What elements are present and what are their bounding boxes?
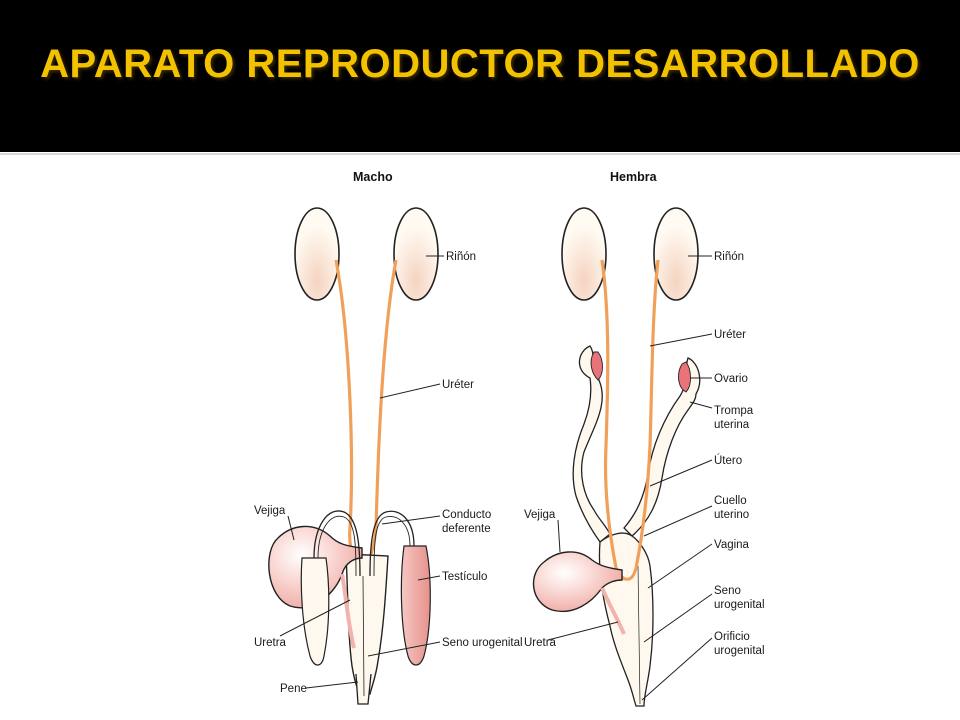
- male-left-ureter: [334, 259, 365, 570]
- female-bladder: [532, 551, 623, 613]
- male-label-vas-deferens-2: deferente: [442, 523, 491, 535]
- female-label-orifice-2: urogenital: [714, 645, 765, 657]
- female-uterus: [598, 532, 654, 707]
- female-label-cervix-1: Cuello: [714, 495, 747, 507]
- anatomy-diagram: Macho Riñón Uréter C: [218, 156, 788, 720]
- female-urethra: [600, 587, 626, 635]
- female-label-cervix-2: uterino: [714, 509, 749, 521]
- slide-title: APARATO REPRODUCTOR DESARROLLADO: [40, 42, 920, 86]
- male-urogenital-sinus: [345, 553, 389, 695]
- female-right-ureter: [634, 259, 660, 569]
- male-label-kidney: Riñón: [446, 251, 476, 263]
- male-label-penis: Pene: [280, 683, 307, 695]
- female-label-kidney: Riñón: [714, 251, 744, 263]
- male-diagram: Macho Riñón Uréter C: [254, 170, 523, 705]
- male-left-testis: [300, 557, 330, 666]
- male-label-urogenital-sinus: Seno urogenital: [442, 637, 523, 649]
- female-label-uterus: Útero: [714, 454, 742, 467]
- male-right-testis: [400, 545, 431, 666]
- female-label-vagina: Vagina: [714, 539, 750, 551]
- female-left-ovary: [590, 351, 603, 381]
- female-label-urogenital-sinus-1: Seno: [714, 585, 741, 597]
- female-label-bladder: Vejiga: [524, 509, 556, 521]
- male-vas-deferens-left: [313, 510, 361, 577]
- female-diagram: Hembra Riñón Uréter: [524, 170, 765, 707]
- female-left-ureter: [600, 259, 618, 569]
- male-label-urethra: Uretra: [254, 637, 287, 649]
- male-left-kidney: [294, 207, 340, 301]
- male-label-vas-deferens-1: Conducto: [442, 509, 491, 521]
- male-label-bladder: Vejiga: [254, 505, 286, 517]
- female-label-oviduct-1: Trompa: [714, 405, 754, 417]
- header-divider: [0, 153, 960, 155]
- male-penis: [355, 673, 372, 705]
- female-label-urethra: Uretra: [524, 637, 557, 649]
- female-right-kidney: [653, 207, 699, 301]
- female-left-kidney: [561, 207, 607, 301]
- male-heading: Macho: [353, 170, 393, 184]
- male-vas-deferens-right: [369, 510, 415, 577]
- female-label-ovary: Ovario: [714, 373, 748, 385]
- female-label-oviduct-2: uterina: [714, 419, 750, 431]
- female-label-orifice-1: Orificio: [714, 631, 750, 643]
- male-label-ureter: Uréter: [442, 379, 474, 391]
- female-label-urogenital-sinus-2: urogenital: [714, 599, 765, 611]
- female-label-ureter: Uréter: [714, 329, 746, 341]
- female-right-ovary: [678, 361, 691, 393]
- slide-header: APARATO REPRODUCTOR DESARROLLADO: [0, 0, 960, 152]
- male-right-kidney: [393, 207, 439, 301]
- female-heading: Hembra: [610, 170, 658, 184]
- male-urethra: [340, 573, 356, 649]
- male-label-testis: Testículo: [442, 571, 487, 583]
